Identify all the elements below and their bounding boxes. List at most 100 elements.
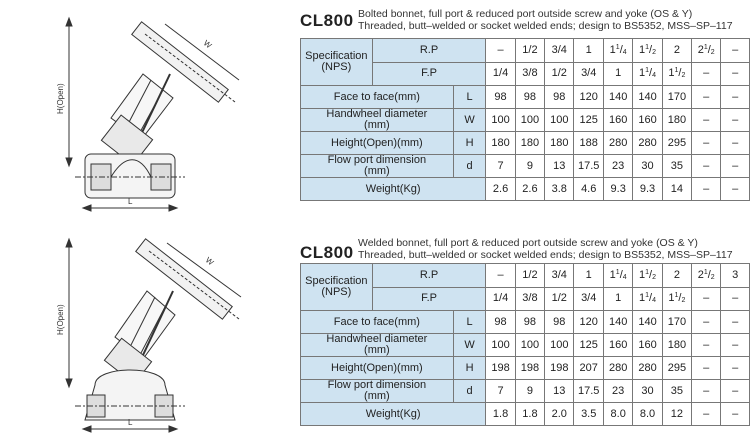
value-cell: 7 — [485, 379, 516, 403]
value-cell: 1 — [602, 286, 634, 311]
value-cell: 207 — [573, 356, 604, 380]
value-cell: 17.5 — [573, 154, 604, 178]
value-cell: 2 — [661, 38, 693, 63]
value-cell: – — [691, 131, 722, 155]
value-cell: 198 — [544, 356, 575, 380]
value-cell: 170 — [661, 310, 693, 334]
value-cell: 23 — [602, 154, 634, 178]
value-cell: 3/4 — [544, 38, 575, 63]
value-cell: 9 — [514, 379, 546, 403]
value-cell: 98 — [514, 310, 546, 334]
value-cell: 1/2 — [544, 61, 575, 86]
section-2: W H(Open) L CL800 Welded bonnet, full po… — [0, 225, 750, 440]
value-cell: 98 — [544, 310, 575, 334]
value-cell: 280 — [632, 131, 663, 155]
value-cell: 280 — [602, 131, 634, 155]
value-cell: 98 — [485, 310, 516, 334]
value-cell: 3/4 — [573, 61, 604, 86]
value-cell: 1/2 — [544, 286, 575, 311]
row-label-cell: Height(Open)(mm) — [300, 356, 454, 380]
value-cell: 140 — [632, 310, 663, 334]
fp-label-cell: F.P — [371, 61, 487, 86]
value-cell: 1.8 — [514, 402, 546, 426]
value-cell: 11/2 — [661, 61, 693, 86]
value-cell: 295 — [661, 131, 693, 155]
value-cell: 1/2 — [514, 263, 546, 288]
value-cell: 9.3 — [602, 177, 634, 201]
value-cell: – — [485, 38, 516, 63]
l-dimension-label: L — [128, 197, 133, 206]
row-label-cell: Handwheel diameter(mm) — [300, 333, 454, 357]
row-symbol-cell: d — [452, 154, 487, 178]
value-cell: 188 — [573, 131, 604, 155]
value-cell: – — [691, 108, 722, 132]
value-cell: – — [691, 177, 722, 201]
value-cell: 100 — [485, 108, 516, 132]
value-cell: 35 — [661, 379, 693, 403]
value-cell: 1 — [602, 61, 634, 86]
value-cell: 198 — [514, 356, 546, 380]
h-dimension-label: H(Open) — [56, 83, 65, 114]
value-cell: 7 — [485, 154, 516, 178]
row-symbol-cell: d — [452, 379, 487, 403]
section-1: W H(Open) L CL800 Bolted bonnet, full po… — [56, 8, 750, 212]
value-cell: – — [720, 286, 750, 311]
row-label-cell: Flow port dimension(mm) — [300, 154, 454, 178]
value-cell: 100 — [514, 333, 546, 357]
value-cell: 30 — [632, 379, 663, 403]
value-cell: 11/2 — [661, 286, 693, 311]
row-symbol-cell: H — [452, 131, 487, 155]
value-cell: 3/4 — [573, 286, 604, 311]
rp-label-cell: R.P — [371, 38, 487, 63]
value-cell: 1/4 — [485, 61, 516, 86]
value-cell: 160 — [602, 108, 634, 132]
value-cell: 8.0 — [602, 402, 634, 426]
value-cell: 21/2 — [691, 263, 722, 288]
row-label-cell: Face to face(mm) — [300, 310, 454, 334]
value-cell: 3.8 — [544, 177, 575, 201]
value-cell: – — [485, 263, 516, 288]
value-cell: 30 — [632, 154, 663, 178]
value-cell: 98 — [544, 85, 575, 109]
value-cell: 9.3 — [632, 177, 663, 201]
value-cell: 180 — [514, 131, 546, 155]
value-cell: 140 — [602, 85, 634, 109]
value-cell: – — [720, 154, 750, 178]
value-cell: 2.6 — [514, 177, 546, 201]
value-cell: 4.6 — [573, 177, 604, 201]
value-cell: 1/2 — [514, 38, 546, 63]
value-cell: 17.5 — [573, 379, 604, 403]
description-line-2: Threaded, butt–welded or socket welded e… — [358, 20, 733, 32]
value-cell: – — [720, 356, 750, 380]
value-cell: 160 — [602, 333, 634, 357]
value-cell: 180 — [661, 333, 693, 357]
value-cell: 2 — [661, 263, 693, 288]
weight-label-cell: Weight(Kg) — [299, 177, 487, 201]
value-cell: – — [691, 356, 722, 380]
value-cell: 11/4 — [632, 286, 663, 311]
value-cell: – — [720, 379, 750, 403]
value-cell: 125 — [573, 108, 604, 132]
value-cell: 1.8 — [485, 402, 516, 426]
value-cell: 98 — [514, 85, 546, 109]
description-line-1: Welded bonnet, full port & reduced port … — [358, 237, 698, 249]
value-cell: 180 — [485, 131, 516, 155]
value-cell: – — [720, 85, 750, 109]
value-cell: 100 — [485, 333, 516, 357]
value-cell: – — [720, 131, 750, 155]
value-cell: 12 — [661, 402, 693, 426]
value-cell: 2.6 — [485, 177, 516, 201]
row-label-cell: Flow port dimension(mm) — [300, 379, 454, 403]
row-label-cell: Height(Open)(mm) — [300, 131, 454, 155]
value-cell: – — [720, 61, 750, 86]
row-label-cell: Handwheel diameter(mm) — [300, 108, 454, 132]
description: Bolted bonnet, full port & reduced port … — [358, 8, 733, 32]
h-dimension-label: H(Open) — [56, 304, 65, 335]
value-cell: – — [720, 177, 750, 201]
